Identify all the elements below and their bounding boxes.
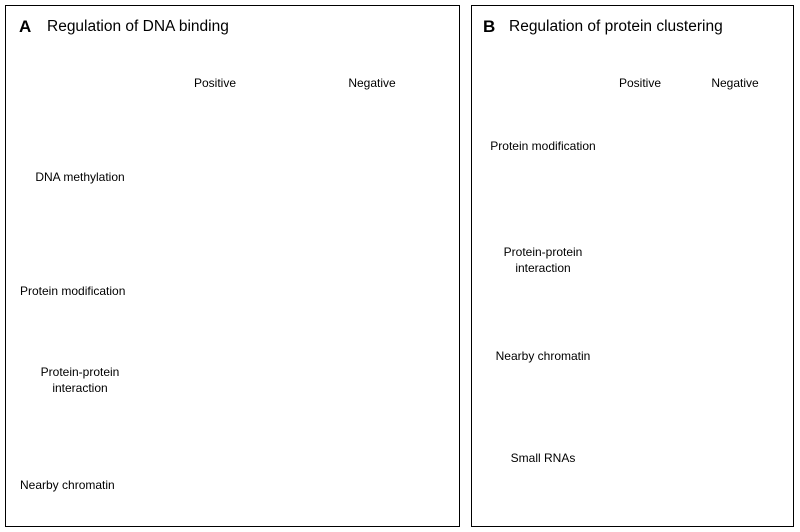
- panel-a-row-protein-modification: Protein modification: [20, 284, 126, 298]
- panel-b-letter: B: [483, 17, 496, 36]
- panel-b-col-positive: Positive: [618, 76, 662, 90]
- panel-b-title: Regulation of protein clustering: [509, 18, 723, 35]
- panel-a-col-negative: Negative: [348, 76, 396, 90]
- panel-b-row-interaction: interaction: [515, 261, 571, 275]
- panel-b-row-small-rnas: Small RNAs: [510, 451, 576, 465]
- panel-a-col-positive: Positive: [193, 76, 237, 90]
- panel-a-row-interaction: interaction: [52, 381, 108, 395]
- panel-a-row-protein-protein: Protein-protein: [40, 365, 120, 379]
- panel-a-row-nearby-chromatin: Nearby chromatin: [20, 478, 115, 492]
- panel-a: [5, 5, 460, 527]
- panel-b-row-nearby-chromatin: Nearby chromatin: [495, 349, 591, 363]
- panel-b-row-protein-modification: Protein modification: [490, 139, 596, 153]
- panel-a-title: Regulation of DNA binding: [47, 18, 229, 35]
- panel-b-row-protein-protein: Protein-protein: [503, 245, 583, 259]
- panel-a-row-dna-methylation: DNA methylation: [35, 170, 125, 184]
- panel-b-col-negative: Negative: [711, 76, 759, 90]
- panel-a-letter: A: [19, 17, 32, 36]
- panel-b: [471, 5, 794, 527]
